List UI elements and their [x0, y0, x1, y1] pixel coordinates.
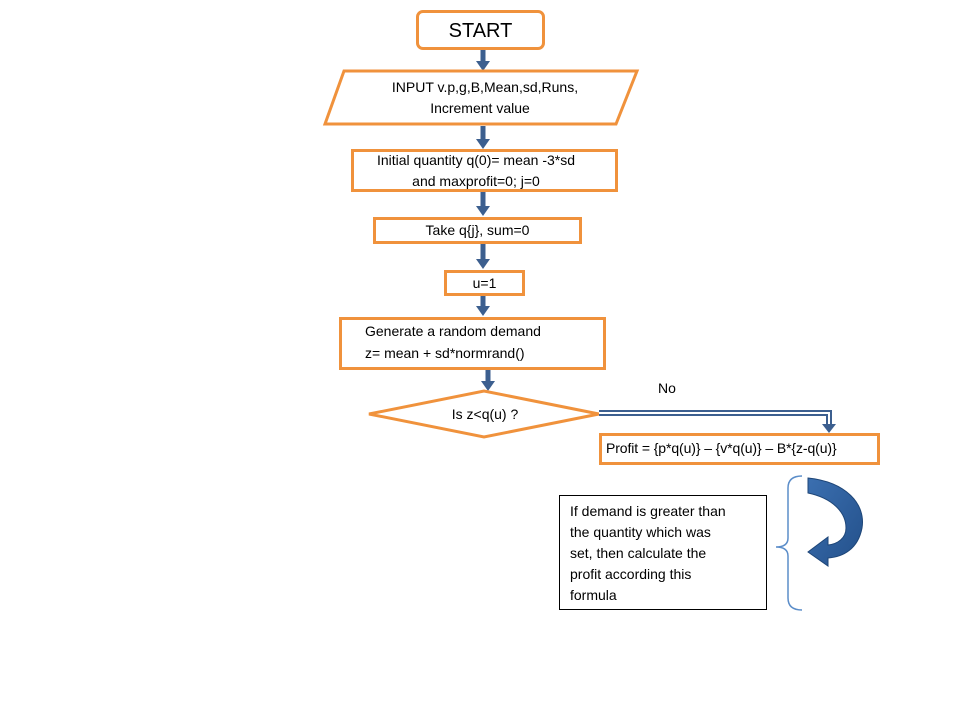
input-line-1: INPUT v.p,g,B,Mean,sd,Runs, [391, 79, 579, 95]
arrow-generate-to-decision [481, 370, 495, 391]
curved-arrow-icon [807, 477, 863, 567]
note-line-4: profit according this [570, 566, 692, 582]
arrow-input-to-init [476, 126, 490, 149]
generate-line-1: Generate a random demand [365, 323, 541, 339]
input-parallelogram [322, 69, 640, 126]
explanation-note: If demand is greater than the quantity w… [559, 495, 767, 610]
start-label: START [448, 20, 513, 42]
generate-box [339, 317, 606, 370]
no-branch-label: No [658, 380, 676, 396]
arrow-init-to-take [476, 192, 490, 216]
arrow-take-to-u [476, 244, 490, 269]
generate-line-2: z= mean + sd*normrand() [365, 345, 525, 361]
decision-label: Is z<q(u) ? [451, 406, 519, 422]
note-brace [775, 475, 803, 611]
take-box [373, 217, 582, 244]
take-label: Take q{j}, sum=0 [425, 222, 530, 238]
input-line-2: Increment value [430, 100, 530, 116]
arrow-u-to-generate [476, 295, 490, 316]
arrow-decision-no-to-profit [599, 410, 836, 433]
note-line-5: formula [570, 587, 617, 603]
init-line-1: Initial quantity q(0)= mean -3*sd [376, 152, 576, 168]
u-init-label: u=1 [472, 275, 497, 291]
note-line-3: set, then calculate the [570, 545, 707, 561]
profit-box [599, 433, 880, 465]
note-line-2: the quantity which was [570, 524, 711, 540]
init-line-2: and maxprofit=0; j=0 [412, 173, 540, 189]
u-init-box [444, 270, 525, 296]
profit-formula: Profit = {p*q(u)} – {v*q(u)} – B*{z-q(u)… [606, 440, 837, 456]
note-line-1: If demand is greater than [570, 503, 726, 519]
init-box [351, 149, 618, 192]
start-box: START [416, 10, 545, 50]
arrow-start-to-input [476, 50, 490, 71]
